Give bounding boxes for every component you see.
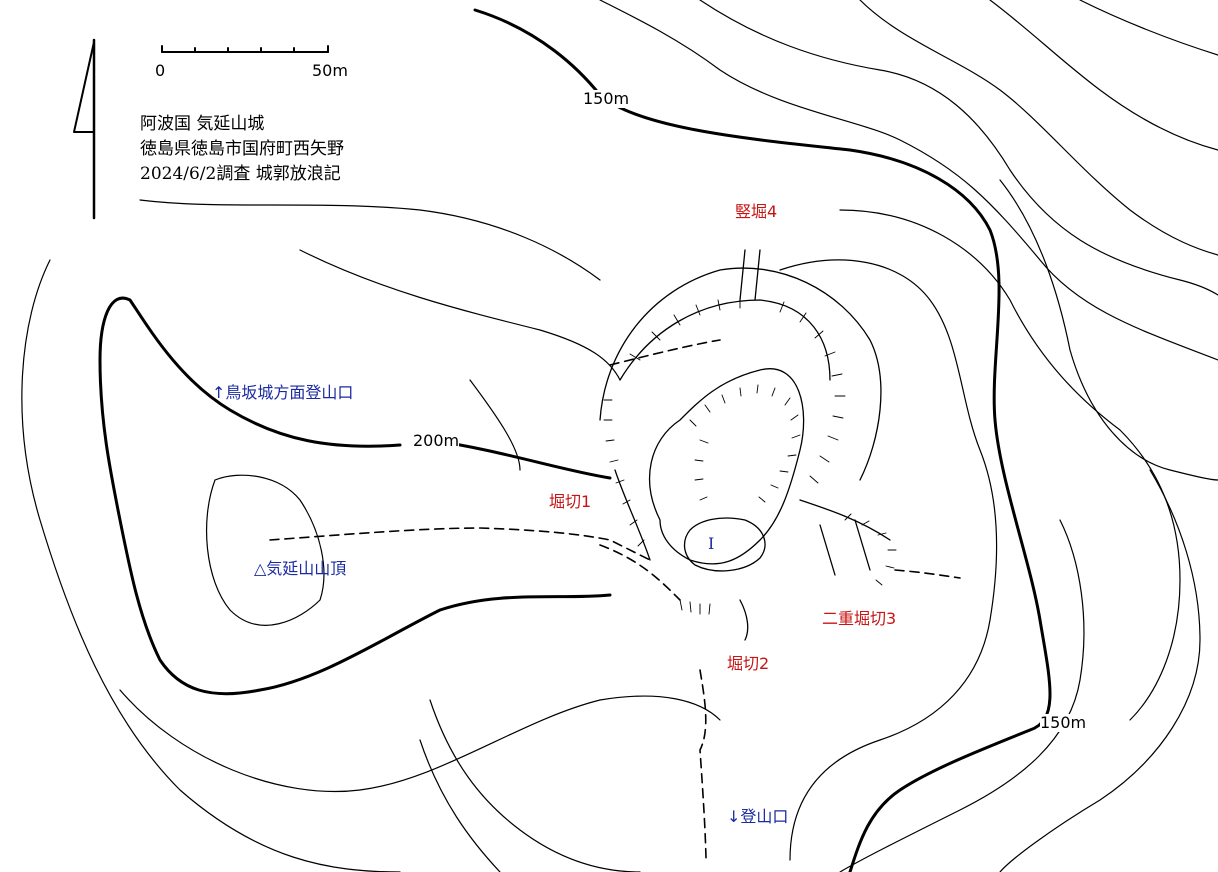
nijuu-horikiri-3-line (819, 519, 871, 576)
contour-line (839, 209, 1181, 721)
horikiri-2-line (739, 599, 749, 641)
title-line-3: 2024/6/2調査 城郭放浪記 (140, 164, 341, 184)
scale-start-label: 0 (155, 61, 166, 80)
summit-label: △気延山山頂 (254, 559, 347, 578)
contour-label-150-south: 150m (1040, 713, 1087, 732)
contour-line (119, 689, 721, 793)
contour-line (419, 739, 501, 872)
south-trailhead-label: ↓登山口 (727, 807, 789, 826)
trail-east (894, 569, 961, 579)
contour-label-200: 200m (413, 431, 460, 450)
hachure-marks (603, 297, 897, 615)
contour-line (999, 469, 1201, 872)
tatebori-4-line (739, 249, 761, 301)
kuruwa-outline (683, 517, 766, 572)
toriozaka-trailhead-label: ↑鳥坂城方面登山口 (212, 383, 354, 402)
contour-lines (21, 0, 1218, 872)
scale-end-label: 50m (312, 61, 348, 80)
contour-line (989, 0, 1218, 151)
horikiri-1-label: 堀切1 (549, 492, 592, 511)
contour-line (469, 379, 521, 471)
contour-line (999, 179, 1218, 481)
outer-terrace (599, 267, 882, 481)
kuruwa-1-label: I (708, 534, 715, 553)
contour-200 (98, 296, 612, 696)
scale-bar (161, 45, 329, 53)
nijuu-horikiri-3-label: 二重堀切3 (822, 609, 897, 628)
contour-line (1079, 0, 1218, 56)
contour-line (779, 259, 998, 861)
contour-line (599, 0, 1218, 361)
contour-label-150-north: 150m (583, 89, 630, 108)
honmaru-outline (648, 368, 805, 565)
north-arrow-icon (73, 38, 96, 220)
trail-west (269, 527, 651, 561)
horikiri-1-line (614, 469, 651, 561)
contour-line (21, 259, 401, 872)
contour-150-south (848, 728, 1032, 872)
contour-line (699, 0, 1218, 296)
trails (269, 339, 961, 859)
contour-line (139, 199, 601, 281)
castle-earthworks (599, 249, 891, 641)
trail-southwest (599, 544, 681, 601)
contour-line (839, 519, 1085, 872)
trail-south (699, 669, 707, 859)
title-line-2: 徳島県徳島市国府町西矢野 (140, 139, 344, 159)
title-block: 阿波国 気延山城 徳島県徳島市国府町西矢野 2024/6/2調査 城郭放浪記 (140, 112, 430, 187)
contour-line (299, 249, 621, 381)
tatebori-4-label: 竪堀4 (735, 202, 778, 221)
upper-terrace (619, 299, 831, 381)
horikiri-2-label: 堀切2 (727, 654, 770, 673)
contour-line (429, 699, 641, 872)
trail-upper (609, 339, 721, 366)
title-line-1: 阿波国 気延山城 (140, 114, 265, 134)
contour-line (859, 0, 1218, 256)
contour-line (206, 474, 325, 626)
